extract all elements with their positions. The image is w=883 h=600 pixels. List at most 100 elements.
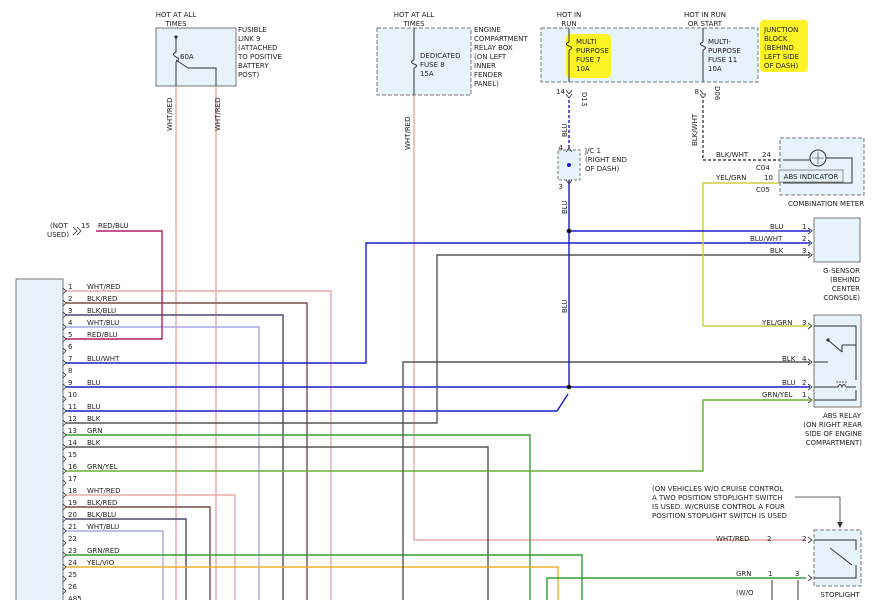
module-pin-tick <box>62 455 67 463</box>
fuse11-label-2: FUSE 11 <box>708 56 737 64</box>
meter-conn1: C04 <box>756 164 770 172</box>
module-pin-wire: BLK/BLU <box>87 307 116 315</box>
module-pin-number: 26 <box>68 583 77 591</box>
jc1-pin4: 4 <box>559 144 564 152</box>
module-pin-number: 13 <box>68 427 77 435</box>
stoplight-pin2b: 3 <box>795 570 799 578</box>
wire-pin3 <box>66 314 284 600</box>
not-used-wire: RED/BLU <box>98 222 129 230</box>
wire-pin18 <box>66 494 236 600</box>
vlabel-fuse7-low: BLU <box>561 300 569 313</box>
junction-block-2: (BEHIND <box>764 44 794 52</box>
module-pin-number: 22 <box>68 535 77 543</box>
hot-in-run-start-a: HOT IN RUN <box>684 11 726 19</box>
connector-d13: D13 <box>580 92 588 106</box>
module-pin-wire: YEL/VIO <box>86 559 115 567</box>
vlabel-fuse7-top: BLU <box>561 124 569 137</box>
abs-relay: YEL/GRN 3 BLK 4 BLU 2 GRN/YEL 1 ABS RELA… <box>761 314 862 447</box>
relay-wire-2: BLK <box>782 355 796 363</box>
stoplight-name: STOPLIGHT <box>820 591 860 599</box>
wire-pin16-grn-yel <box>66 399 810 472</box>
module-pin-tick <box>62 503 67 511</box>
hot-in-run-start-b: OR START <box>688 20 723 28</box>
module-pin-number: 3 <box>68 307 72 315</box>
fuse7-label-3: 10A <box>576 65 590 73</box>
wire-pin2 <box>66 302 308 600</box>
junction-block-3: LEFT SIDE <box>764 53 799 61</box>
not-used-connector: (NOT USED) 15 RED/BLU <box>47 222 129 239</box>
fuse8-desc-5: FENDER <box>474 71 502 79</box>
module-pin-wire: BLU <box>87 403 100 411</box>
wire-pin21 <box>66 530 164 600</box>
jc1-label-2: OF DASH) <box>585 165 620 173</box>
hot-all-times-label-2a: HOT AT ALL <box>394 11 435 19</box>
wire-pin11-blu <box>66 393 569 412</box>
module-pin-wire: GRN <box>87 427 103 435</box>
fuse11-label-1: PURPOSE <box>708 47 741 55</box>
gsensor-name-2: CENTER <box>832 285 860 293</box>
fusible-link-desc-0: FUSIBLE <box>238 26 267 34</box>
module-pin-tick <box>62 299 67 307</box>
module-pin-tick <box>62 407 67 415</box>
module-pin-wire: WHT/BLU <box>87 523 119 531</box>
module-pin-tick <box>62 467 67 475</box>
module-pin-tick <box>62 563 67 571</box>
wire-pin20 <box>66 518 187 600</box>
splice-dot-upper <box>566 228 572 234</box>
not-used-label-0: (NOT <box>50 222 68 230</box>
fusible-link-desc-4: BATTERY <box>238 62 269 70</box>
module-pin-tick <box>62 515 67 523</box>
fusible-link-desc: FUSIBLE LINK 9 (ATTACHED TO POSITIVE BAT… <box>237 26 282 79</box>
module-pin-number: 14 <box>68 439 77 447</box>
module-pin-wire: BLU <box>87 379 100 387</box>
module-pin-tick <box>62 575 67 583</box>
stoplight-pin1b: 2 <box>802 535 806 543</box>
hot-all-times-label-1a: HOT AT ALL <box>156 11 197 19</box>
vlabel-fuse7-mid: BLU <box>561 201 569 214</box>
gsensor-name-3: CONSOLE) <box>823 294 860 302</box>
abs-relay-name-0: ABS RELAY <box>823 412 862 420</box>
fuse8-desc: ENGINE COMPARTMENT RELAY BOX (ON LEFT IN… <box>474 26 528 88</box>
fusible-link-rating: 60A <box>180 53 194 61</box>
vlabel-link-left: WHT/RED <box>166 98 174 132</box>
meter-wire2: YEL/GRN <box>715 174 746 182</box>
module-pin-wire: BLU/WHT <box>87 355 120 363</box>
meter-pin1: 24 <box>762 151 771 159</box>
wire-pin4 <box>66 326 260 600</box>
stoplight-switch: WHT/RED 2 2 GRN 1 3 (W/O STOPLIGHT <box>716 529 862 600</box>
module-pin-tick <box>62 539 67 547</box>
module-pin-number: A85 <box>68 595 82 600</box>
wire-stoplight-grn <box>546 577 806 600</box>
wire-pin23 <box>66 554 583 600</box>
wire-pin5-red-blu <box>66 230 163 340</box>
module-pin-wire: WHT/BLU <box>87 319 119 327</box>
module-pin-wire: GRN/RED <box>87 547 120 555</box>
hot-in-run-a: HOT IN <box>557 11 582 19</box>
not-used-pin: 15 <box>81 222 90 230</box>
hot-in-run-b: RUN <box>561 20 576 28</box>
abs-relay-name-2: SIDE OF ENGINE <box>805 430 862 438</box>
stoplight-pin1a: 2 <box>767 535 771 543</box>
relay-wire-4: GRN/YEL <box>762 391 793 399</box>
abs-relay-name-1: (ON RIGHT REAR <box>803 421 862 429</box>
junction-block-box: MULTI PURPOSE FUSE 7 10A MULTI- PURPOSE … <box>540 20 808 83</box>
module-pin-tick <box>62 347 67 355</box>
module-pin-number: 11 <box>68 403 77 411</box>
stoplight-note-2: IS USED. W/CRUISE CONTROL A FOUR <box>652 503 785 511</box>
fusible-link-desc-1: LINK 9 <box>238 35 260 43</box>
relay-pin-4: 1 <box>802 391 806 399</box>
combination-meter: ABS INDICATOR COMBINATION METER BLK/WHT … <box>715 137 865 208</box>
jc1-label-1: (RIGHT END <box>585 156 627 164</box>
stoplight-note: (ON VEHICLES W/O CRUISE CONTROL A TWO PO… <box>652 485 843 528</box>
wire-abs-relay-blk <box>402 361 810 600</box>
stoplight-pin2a: 1 <box>768 570 772 578</box>
relay-wire-3: BLU <box>782 379 795 387</box>
relay-pin-3: 2 <box>802 379 806 387</box>
gsensor-pin-3: 3 <box>802 247 806 255</box>
stoplight-wire2: GRN <box>736 570 752 578</box>
fusible-link-desc-3: TO POSITIVE <box>237 53 282 61</box>
gsensor-wire-1: BLU <box>770 223 783 231</box>
meter-wire1: BLK/WHT <box>716 151 749 159</box>
pin-8-label: 8 <box>695 88 699 96</box>
